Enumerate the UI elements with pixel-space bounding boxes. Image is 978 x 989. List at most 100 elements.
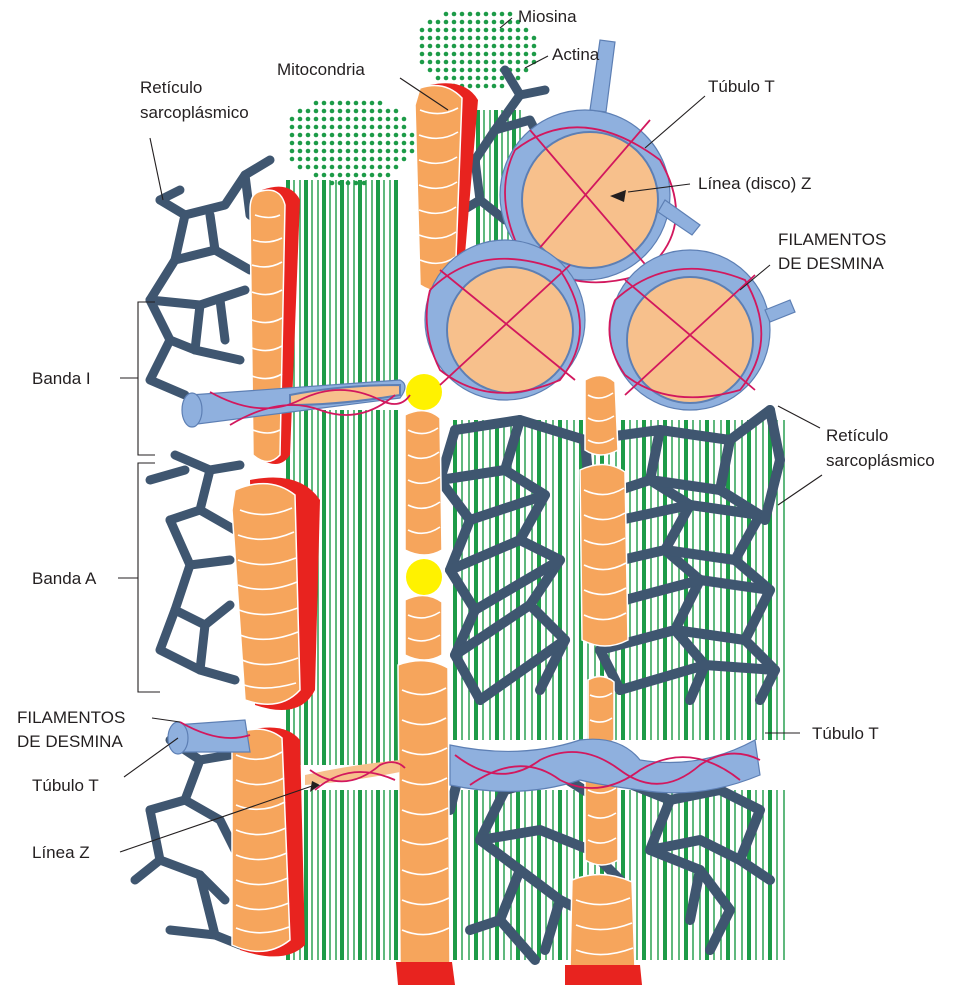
filament-dot: [436, 68, 441, 73]
filament-dot: [322, 157, 327, 162]
filament-dot: [394, 165, 399, 170]
filament-dot: [290, 133, 295, 138]
label-desmina-top-2: DE DESMINA: [778, 254, 884, 273]
filament-dot: [468, 28, 473, 33]
filament-dot: [476, 68, 481, 73]
filament-dot: [362, 165, 367, 170]
filament-dot: [306, 141, 311, 146]
filament-dot: [402, 149, 407, 154]
filament-dot: [460, 12, 465, 17]
filament-dot: [346, 133, 351, 138]
filament-dot: [460, 68, 465, 73]
filament-dot: [508, 28, 513, 33]
leader-tubulo-t-top: [645, 96, 705, 148]
filament-dot: [378, 157, 383, 162]
filament-dot: [500, 44, 505, 49]
label-mitocondria: Mitocondria: [277, 60, 365, 79]
vesicle-upper: [406, 374, 442, 410]
filament-dot: [516, 60, 521, 65]
filament-dot: [428, 60, 433, 65]
filament-dot: [524, 28, 529, 33]
filament-dot: [402, 133, 407, 138]
filament-dot: [362, 181, 367, 186]
filament-dot: [346, 125, 351, 130]
filament-dot: [524, 52, 529, 57]
filament-dot: [378, 117, 383, 122]
filament-dot: [386, 133, 391, 138]
filament-dot: [314, 141, 319, 146]
filament-dot: [476, 28, 481, 33]
filament-dot: [378, 109, 383, 114]
filament-dot: [330, 125, 335, 130]
filament-dot: [362, 125, 367, 130]
filament-dot: [410, 133, 415, 138]
filament-dot: [306, 149, 311, 154]
filament-dot: [354, 181, 359, 186]
filament-dot: [484, 76, 489, 81]
filament-dot: [500, 60, 505, 65]
filament-dot: [330, 141, 335, 146]
label-actina: Actina: [552, 45, 600, 64]
filament-dot: [452, 12, 457, 17]
filament-dot: [484, 68, 489, 73]
t-tubule-right-lower: [450, 739, 760, 793]
filament-dot: [484, 52, 489, 57]
filament-dot: [290, 149, 295, 154]
filament-dot: [428, 44, 433, 49]
filament-dot: [394, 117, 399, 122]
filament-dot: [420, 60, 425, 65]
t-tubule-left-upper: [182, 380, 410, 427]
filament-dot: [460, 36, 465, 41]
filament-dot: [476, 84, 481, 89]
filament-dot: [322, 173, 327, 178]
mitochondrion-center-stack: [396, 411, 455, 985]
filament-dot: [420, 44, 425, 49]
filament-dot: [338, 133, 343, 138]
filament-dot: [362, 109, 367, 114]
filament-dot: [516, 68, 521, 73]
filament-dot: [492, 28, 497, 33]
filament-dot: [322, 165, 327, 170]
t-tubule-cross-section-left: [425, 240, 585, 400]
filament-dot: [492, 52, 497, 57]
mitochondrion-left-lower: [232, 728, 305, 957]
filament-dot: [508, 52, 513, 57]
filament-dot: [444, 44, 449, 49]
filament-dot: [330, 101, 335, 106]
filament-dot: [346, 141, 351, 146]
filament-dot: [346, 173, 351, 178]
filament-dot: [386, 157, 391, 162]
filament-dot: [330, 165, 335, 170]
filament-dot: [476, 52, 481, 57]
filament-dot: [444, 52, 449, 57]
filament-dot: [362, 141, 367, 146]
leader-reticulo-left: [150, 138, 163, 200]
filament-dot: [314, 101, 319, 106]
filament-dot: [378, 149, 383, 154]
filament-dot: [306, 125, 311, 130]
filament-dot: [370, 141, 375, 146]
filament-dot: [444, 60, 449, 65]
filament-dot: [322, 101, 327, 106]
filament-dot: [386, 125, 391, 130]
filament-dot: [492, 44, 497, 49]
mitochondrion-left-upper: [250, 187, 300, 464]
filament-dot: [484, 60, 489, 65]
filament-dot: [298, 157, 303, 162]
filament-dot: [298, 125, 303, 130]
t-tubule-cross-section-right: [609, 250, 795, 410]
filament-dot: [500, 84, 505, 89]
label-reticulo-right-1: Retículo: [826, 426, 888, 445]
filament-dot: [492, 36, 497, 41]
filament-dot: [428, 20, 433, 25]
filament-dot: [362, 157, 367, 162]
filament-dot: [516, 28, 521, 33]
filament-dot: [314, 109, 319, 114]
filament-dot: [460, 28, 465, 33]
filament-dot: [452, 76, 457, 81]
label-desmina-top-1: FILAMENTOS: [778, 230, 886, 249]
filament-dot: [386, 165, 391, 170]
filament-dot: [532, 52, 537, 57]
label-banda-i: Banda I: [32, 369, 91, 388]
filament-dot: [500, 20, 505, 25]
